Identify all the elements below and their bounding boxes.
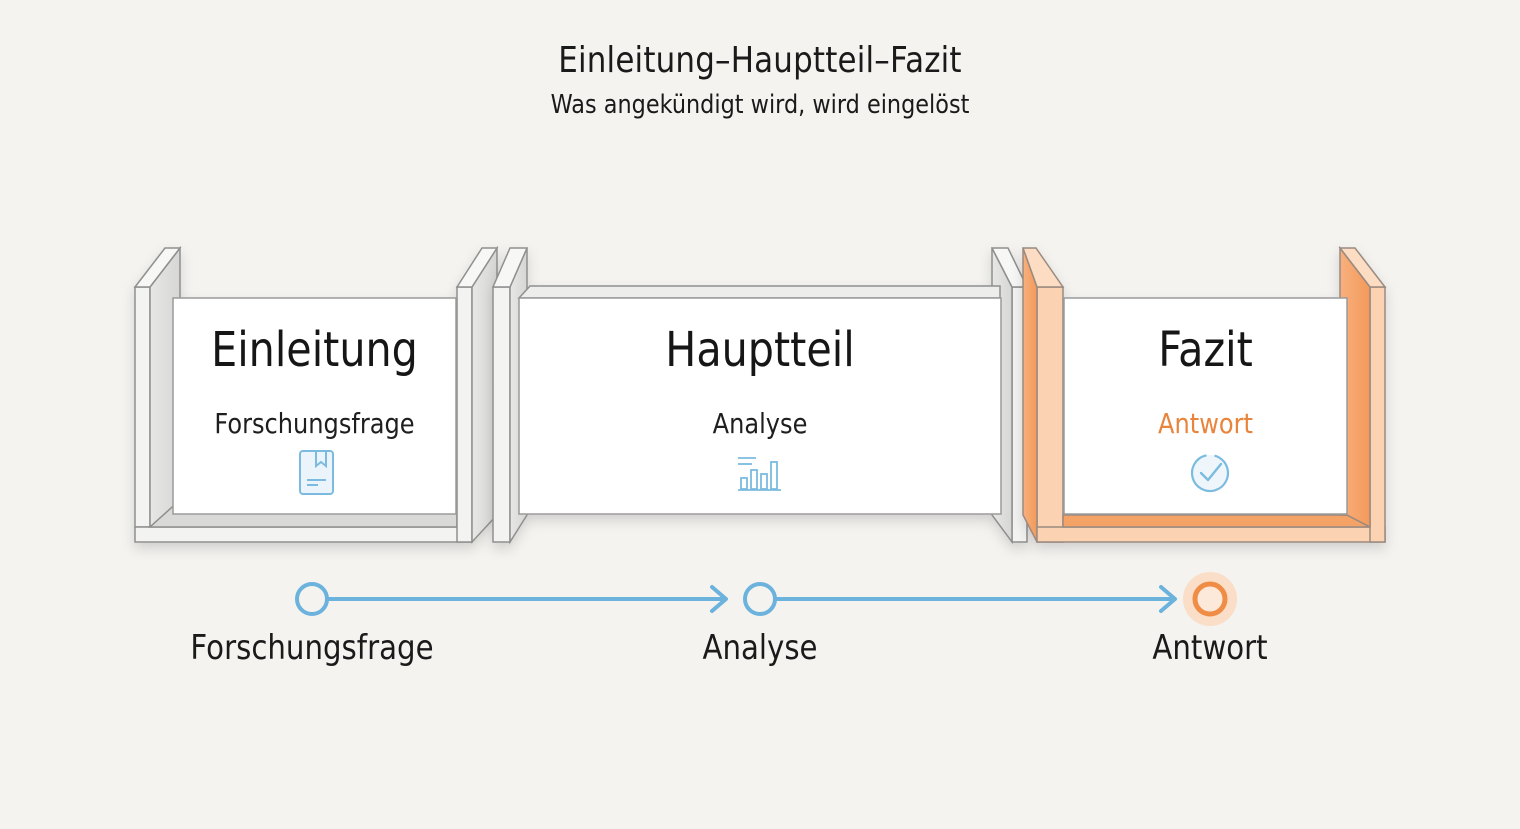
- timeline-node-analyse: [743, 582, 777, 616]
- section-hauptteil: Hauptteil: [519, 322, 1001, 378]
- check-circle-icon: [1190, 453, 1230, 493]
- section-einleitung-sub: Forschungsfrage: [173, 407, 456, 440]
- bookmark-document-icon: [299, 450, 334, 495]
- bar-chart-icon: [738, 457, 781, 491]
- einleitung-frame: [133, 245, 499, 544]
- timeline-label-forschungsfrage: Forschungsfrage: [190, 628, 434, 668]
- arrow-right-icon: [710, 585, 728, 613]
- section-title: Einleitung: [211, 322, 418, 378]
- arrow-right-icon: [1159, 585, 1177, 613]
- section-einleitung: Einleitung: [173, 322, 456, 378]
- section-subtitle: Antwort: [1158, 407, 1253, 440]
- timeline-node-forschungsfrage: [295, 582, 329, 616]
- section-title: Hauptteil: [665, 322, 855, 378]
- timeline-label-antwort: Antwort: [1152, 628, 1268, 668]
- section-fazit-sub: Antwort: [1064, 407, 1347, 440]
- section-subtitle: Analyse: [712, 407, 808, 440]
- timeline-node-antwort: [1192, 581, 1228, 617]
- section-subtitle: Forschungsfrage: [214, 407, 415, 440]
- timeline: [295, 572, 1237, 626]
- section-hauptteil-sub: Analyse: [519, 407, 1001, 440]
- section-title: Fazit: [1158, 322, 1253, 378]
- hauptteil-frame: [491, 247, 1029, 545]
- diagram-subtitle: Was angekündigt wird, wird eingelöst: [550, 90, 970, 120]
- timeline-label-analyse: Analyse: [702, 628, 818, 668]
- section-fazit: Fazit: [1064, 322, 1347, 378]
- diagram-title: Einleitung–Hauptteil–Fazit: [558, 40, 962, 81]
- fazit-frame: [1021, 245, 1387, 543]
